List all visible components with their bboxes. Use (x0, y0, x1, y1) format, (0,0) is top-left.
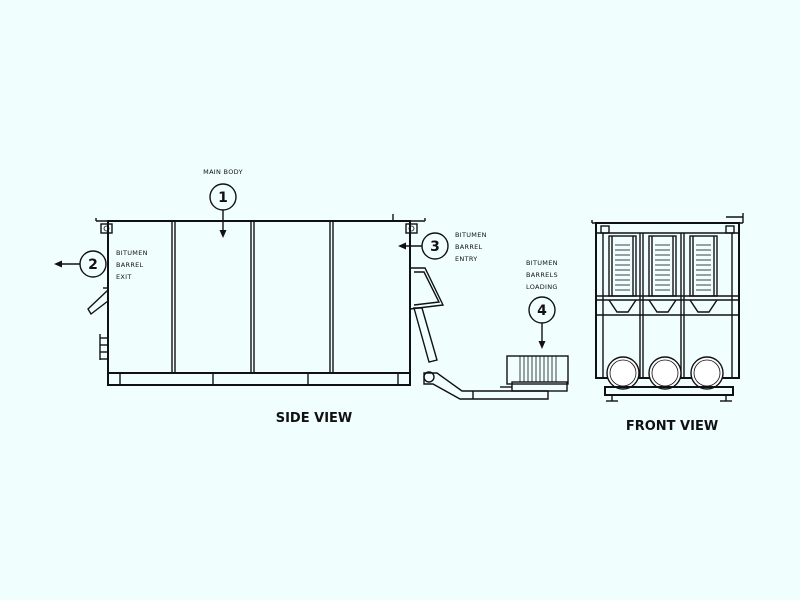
callout-number-1: 1 (218, 190, 228, 206)
label-entry-3: ENTRY (455, 255, 478, 263)
barrel-3 (690, 356, 724, 390)
side-view (87, 214, 569, 400)
callout-1: MAIN BODY 1 (203, 168, 243, 238)
hopper-1 (608, 299, 637, 313)
base-skid (107, 372, 411, 386)
panel-dividers (171, 221, 334, 373)
entry-chute (409, 267, 445, 310)
label-main-body: MAIN BODY (203, 168, 243, 176)
front-base (604, 386, 734, 396)
label-loading-1: BITUMEN (526, 259, 558, 267)
label-loading-2: BARRELS (526, 271, 558, 279)
loading-arm (423, 372, 549, 400)
barrel-2 (648, 356, 682, 390)
side-ladder (99, 334, 108, 360)
hydraulic-cylinder (413, 307, 438, 363)
heater-grates (608, 235, 718, 297)
barrel-1 (606, 356, 640, 390)
label-entry-1: BITUMEN (455, 231, 487, 239)
label-exit-1: BITUMEN (116, 249, 148, 257)
callout-4: BITUMEN BARRELS LOADING 4 (526, 259, 558, 349)
callout-number-4: 4 (537, 303, 547, 319)
lifting-lug-right (405, 223, 418, 234)
label-loading-3: LOADING (526, 283, 558, 291)
side-view-title: SIDE VIEW (276, 411, 353, 426)
callout-number-2: 2 (88, 257, 98, 273)
label-entry-2: BARREL (455, 243, 483, 251)
label-exit-3: EXIT (116, 273, 132, 281)
main-body-outline (107, 220, 411, 374)
label-exit-2: BARREL (116, 261, 144, 269)
loading-tray (500, 355, 569, 392)
callout-number-3: 3 (430, 239, 440, 255)
callout-3: 3 BITUMEN BARREL ENTRY (398, 231, 487, 263)
front-view-title: FRONT VIEW (626, 419, 718, 434)
hopper-2 (648, 299, 677, 313)
hopper-3 (689, 299, 718, 313)
front-view (591, 213, 744, 402)
exit-chute (87, 289, 109, 316)
callout-2: 2 BITUMEN BARREL EXIT (54, 249, 148, 281)
lifting-lug-left (100, 223, 113, 234)
